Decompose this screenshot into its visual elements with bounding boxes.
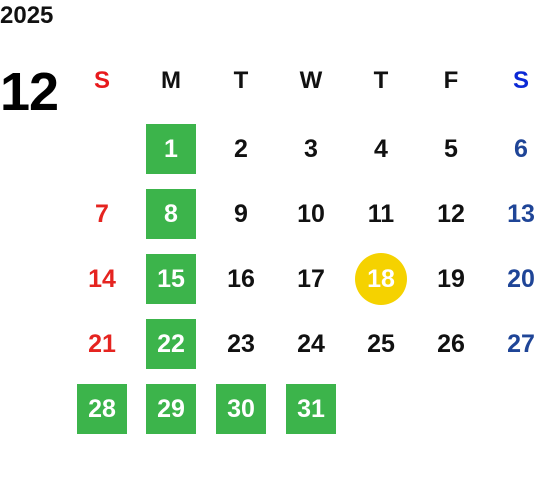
weekday-header-0: S xyxy=(93,67,110,94)
day-cell-29[interactable]: 29 xyxy=(146,384,196,434)
day-cell-27[interactable]: 27 xyxy=(507,330,535,358)
day-cell-30[interactable]: 30 xyxy=(216,384,266,434)
day-cell-13[interactable]: 13 xyxy=(507,200,535,228)
weekday-header-1: M xyxy=(161,67,181,94)
weekday-header-5: F xyxy=(443,67,459,94)
day-cell-15[interactable]: 15 xyxy=(146,254,196,304)
month-label: 12 xyxy=(0,62,59,122)
day-cell-31[interactable]: 31 xyxy=(286,384,336,434)
weekday-header-6: S xyxy=(512,67,529,94)
day-cell-22[interactable]: 22 xyxy=(146,319,196,369)
day-cell-6[interactable]: 6 xyxy=(514,135,528,163)
day-cell-21[interactable]: 21 xyxy=(88,330,116,358)
day-cell-18[interactable]: 18 xyxy=(355,253,407,305)
day-cell-20[interactable]: 20 xyxy=(507,265,535,293)
day-cell-7[interactable]: 7 xyxy=(95,200,109,228)
weekday-header-4: T xyxy=(373,67,389,94)
day-cell-23[interactable]: 23 xyxy=(227,330,255,358)
day-cell-17[interactable]: 17 xyxy=(297,265,325,293)
day-cell-10[interactable]: 10 xyxy=(297,200,325,228)
day-cell-12[interactable]: 12 xyxy=(437,200,465,228)
day-cell-2[interactable]: 2 xyxy=(234,135,248,163)
weekday-header-2: T xyxy=(233,67,249,94)
day-cell-9[interactable]: 9 xyxy=(234,200,248,228)
day-cell-14[interactable]: 14 xyxy=(88,265,116,293)
day-cell-11[interactable]: 11 xyxy=(367,200,395,228)
weekday-header-3: W xyxy=(299,67,323,94)
day-cell-5[interactable]: 5 xyxy=(444,135,458,163)
day-cell-4[interactable]: 4 xyxy=(374,135,388,163)
day-cell-16[interactable]: 16 xyxy=(227,265,255,293)
year-label: 2025 xyxy=(0,2,54,29)
day-cell-19[interactable]: 19 xyxy=(437,265,465,293)
day-cell-8[interactable]: 8 xyxy=(146,189,196,239)
day-cell-3[interactable]: 3 xyxy=(304,135,318,163)
day-cell-1[interactable]: 1 xyxy=(146,124,196,174)
day-cell-28[interactable]: 28 xyxy=(77,384,127,434)
day-cell-24[interactable]: 24 xyxy=(297,330,325,358)
day-cell-26[interactable]: 26 xyxy=(437,330,465,358)
day-cell-25[interactable]: 25 xyxy=(367,330,395,358)
